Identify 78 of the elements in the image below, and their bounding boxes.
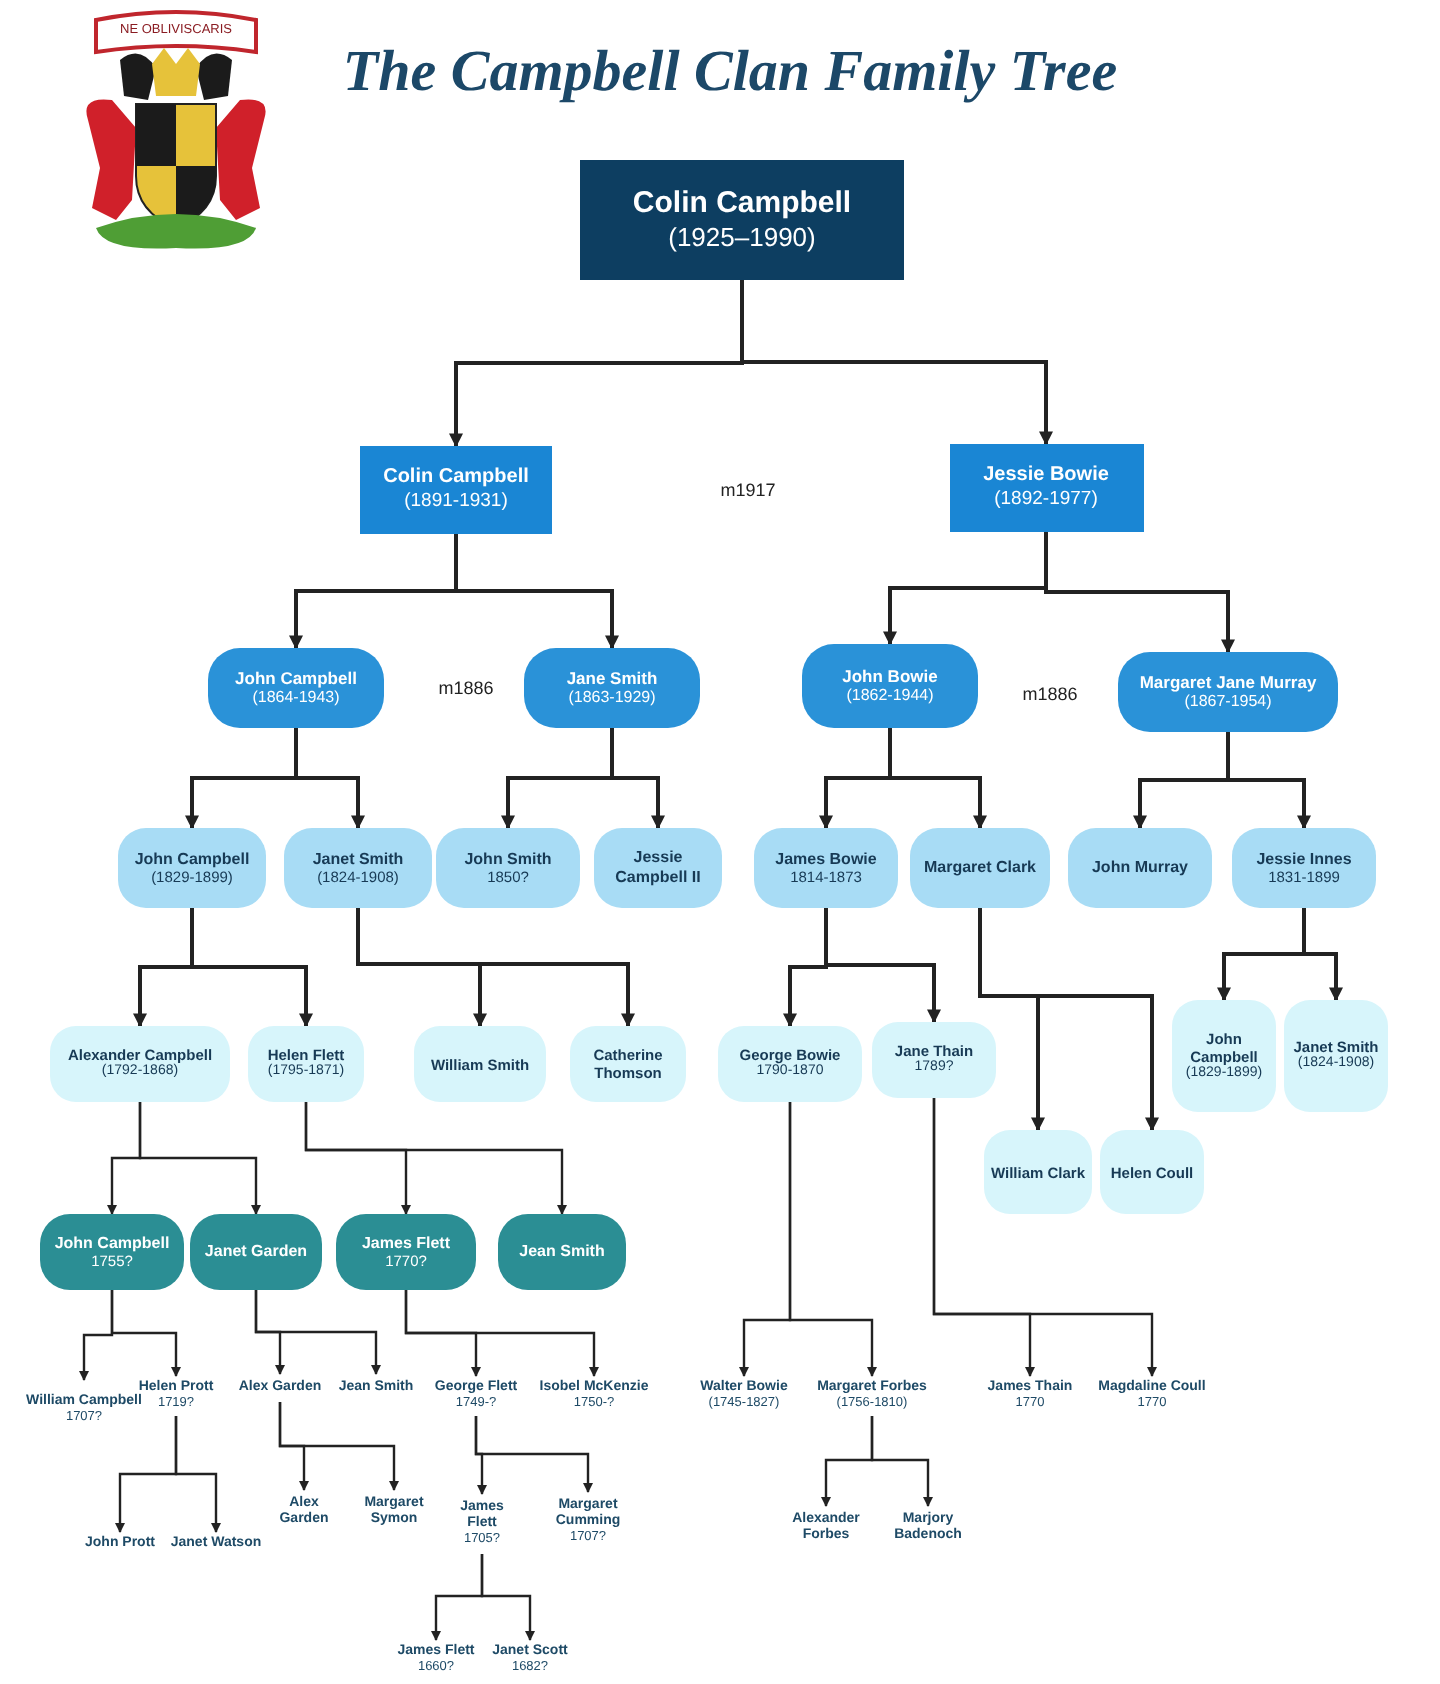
person-name: Margaret Clark	[923, 858, 1037, 878]
life-dates: (1892-1977)	[994, 488, 1098, 512]
connector-arrow	[1226, 732, 1311, 830]
person-box	[190, 1214, 322, 1290]
person-name: John Campbell	[54, 1233, 170, 1253]
person-name: John Bowie	[842, 666, 938, 687]
connector-arrow	[824, 908, 941, 1024]
life-dates: (1864-1943)	[252, 688, 340, 708]
person-name: Jessie Bowie	[983, 464, 1109, 489]
connector-arrow	[932, 1098, 1157, 1377]
connector-arrow	[978, 908, 1159, 1132]
person-name: Colin Campbell	[383, 466, 529, 491]
person-box	[570, 1026, 686, 1102]
person-box	[1284, 1000, 1388, 1112]
person-name: Janet Garden	[204, 1242, 308, 1262]
person-box	[872, 1022, 996, 1098]
connector-arrow	[356, 908, 635, 1028]
life-dates: (1925–1990)	[668, 222, 816, 254]
person-name: Jessie Innes	[1256, 849, 1352, 869]
person-box	[50, 1026, 230, 1102]
connector-arrow	[278, 1402, 399, 1491]
connector-arrow	[1302, 908, 1343, 1002]
person-box	[1118, 652, 1338, 732]
marriage-note: m1886	[438, 678, 494, 698]
person-box	[1172, 1000, 1276, 1112]
connector-arrow	[454, 534, 619, 650]
marriage-note: m1886	[1022, 684, 1078, 704]
title: The Campbell Clan Family Tree	[340, 40, 1120, 106]
person-name: James Bowie	[775, 849, 877, 869]
person-name: Colin Campbell	[632, 186, 852, 223]
person-name: Jessie Campbell II	[613, 848, 703, 888]
person-box	[208, 648, 384, 728]
person-box	[414, 1026, 546, 1102]
person-box	[248, 1026, 364, 1102]
person-box	[910, 828, 1050, 908]
person-name: John Campbell	[235, 668, 357, 689]
person-box	[949, 444, 1143, 532]
person-box	[1232, 828, 1376, 908]
connector-arrow	[110, 1290, 181, 1377]
person-name: Jean Smith	[519, 1242, 605, 1262]
connector-arrow	[788, 1102, 877, 1377]
person-box	[580, 160, 904, 280]
person-box	[754, 828, 898, 908]
connector-arrow	[294, 728, 365, 830]
connector-arrow	[480, 1554, 535, 1641]
person-name: Jane Smith	[566, 668, 658, 689]
person-name: Janet Smith	[312, 849, 404, 869]
person-box	[1100, 1130, 1204, 1214]
connector-arrow	[304, 1102, 567, 1215]
life-dates: (1862-1944)	[846, 686, 934, 706]
connector-arrow	[474, 1416, 593, 1493]
person-box	[336, 1214, 476, 1290]
person-name: Margaret Jane Murray	[1139, 672, 1317, 693]
person-box	[40, 1214, 184, 1290]
marriage-note: m1917	[720, 480, 776, 500]
person-name: John Campbell	[134, 849, 250, 869]
person-name: John Murray	[1091, 858, 1188, 878]
life-dates: (1891-1931)	[404, 490, 508, 514]
connector-arrow	[254, 1290, 381, 1375]
person-box	[1068, 828, 1212, 908]
person-box	[360, 446, 552, 534]
person-name: James Flett	[361, 1233, 451, 1253]
person-box	[802, 644, 978, 728]
person-box	[524, 648, 700, 728]
connector-arrow	[174, 1416, 221, 1533]
person-box	[718, 1026, 862, 1102]
person-box	[118, 828, 266, 908]
connector-arrow	[870, 1416, 933, 1507]
connector-arrow	[138, 1102, 261, 1215]
life-dates: (1863-1929)	[568, 688, 656, 708]
person-box	[436, 828, 580, 908]
person-box	[594, 828, 722, 908]
person-name: John Smith	[464, 849, 552, 869]
person-box	[284, 828, 432, 908]
connector-arrow	[404, 1290, 599, 1377]
person-box	[498, 1214, 626, 1290]
person-box	[984, 1130, 1092, 1214]
life-dates: (1867-1954)	[1184, 692, 1272, 712]
